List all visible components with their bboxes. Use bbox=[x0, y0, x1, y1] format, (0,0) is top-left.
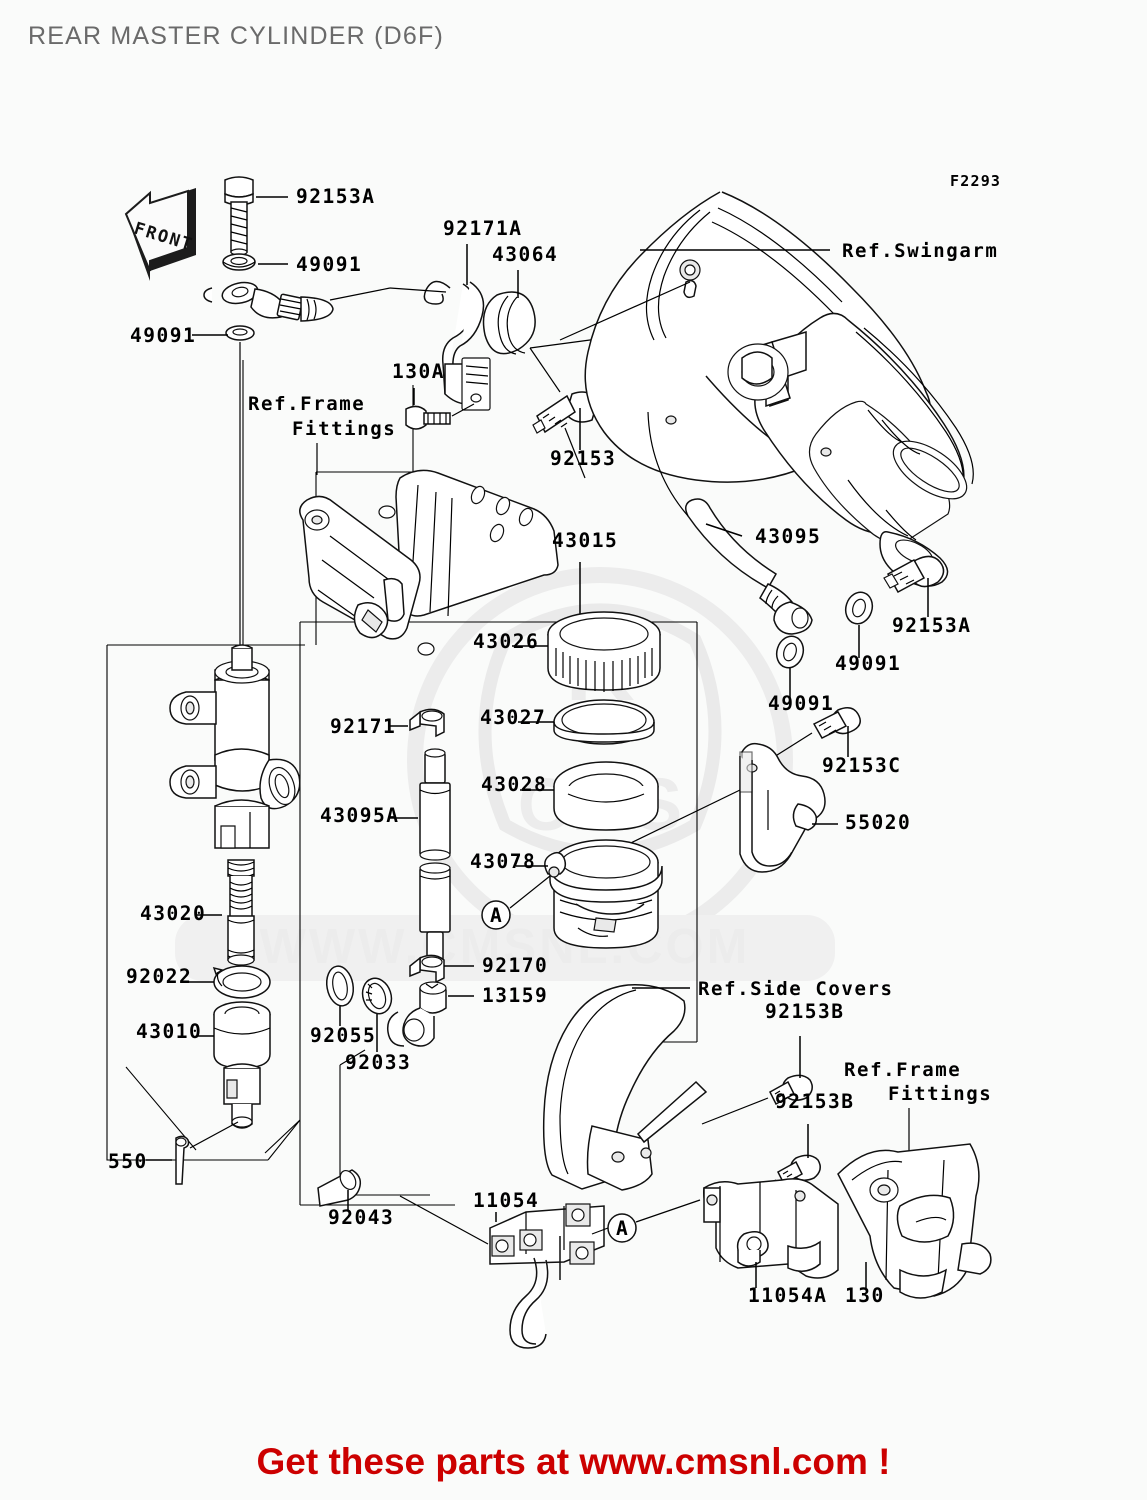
part-92033-snapring bbox=[361, 977, 393, 1015]
label-92043: 92043 bbox=[328, 1206, 394, 1229]
part-92153A-bolt-top bbox=[224, 176, 254, 256]
part-43026-cap bbox=[547, 611, 661, 692]
part-43028-diaphragm bbox=[553, 761, 659, 831]
part-55020-clamp bbox=[739, 742, 826, 873]
front-arrow-marker: FRONT bbox=[124, 188, 196, 281]
label-92033: 92033 bbox=[345, 1051, 411, 1074]
label-43064: 43064 bbox=[492, 243, 558, 266]
part-130-bolt bbox=[736, 1231, 769, 1267]
part-43010-cylinder bbox=[213, 1001, 271, 1129]
label-13159: 13159 bbox=[482, 984, 548, 1007]
label-550: 550 bbox=[108, 1150, 148, 1173]
part-92153B-bolt-2 bbox=[777, 1154, 821, 1186]
ref-frame-fittings-top-line1: Ref.Frame bbox=[248, 393, 365, 415]
callout-a-bracket: A bbox=[607, 1213, 637, 1243]
part-ref-side-cover bbox=[542, 984, 708, 1191]
label-92153B-2: 92153B bbox=[775, 1090, 854, 1113]
part-130A-bolt bbox=[405, 405, 451, 430]
label-92022: 92022 bbox=[126, 965, 192, 988]
label-49091-r1: 49091 bbox=[835, 652, 901, 675]
ref-frame-fittings-bottom-line2: Fittings bbox=[888, 1083, 992, 1105]
part-49091-washer-right-upper bbox=[844, 591, 874, 625]
part-92055-oring bbox=[325, 965, 355, 1007]
part-49091-washer-left bbox=[225, 325, 255, 341]
label-92171A: 92171A bbox=[443, 217, 522, 240]
part-92153B-bolt-1 bbox=[769, 1074, 813, 1106]
part-13159-joint bbox=[386, 981, 447, 1047]
part-ref-swingarm bbox=[584, 191, 974, 587]
label-55020: 55020 bbox=[845, 811, 911, 834]
label-43020: 43020 bbox=[140, 902, 206, 925]
ref-swingarm-label: Ref.Swingarm bbox=[842, 240, 998, 262]
part-550-cotterpin bbox=[175, 1135, 190, 1185]
part-hose-banjo-fitting bbox=[203, 281, 334, 322]
label-43078: 43078 bbox=[470, 850, 536, 873]
label-92153B-1: 92153B bbox=[765, 1000, 844, 1023]
label-92055: 92055 bbox=[310, 1024, 376, 1047]
part-43095-hose bbox=[647, 411, 813, 635]
ref-side-covers-label: Ref.Side Covers bbox=[698, 978, 894, 1000]
label-43026: 43026 bbox=[473, 630, 539, 653]
part-11054A-bracket bbox=[489, 1203, 605, 1349]
label-43015: 43015 bbox=[552, 529, 618, 552]
label-92171: 92171 bbox=[330, 715, 396, 738]
part-right-frame-fitting bbox=[837, 1143, 992, 1299]
part-11054-bracket bbox=[703, 1178, 839, 1279]
part-92171A-clip bbox=[423, 280, 491, 411]
part-43020-piston-spring bbox=[227, 859, 255, 966]
label-43028: 43028 bbox=[481, 773, 547, 796]
part-92022-circlip bbox=[212, 965, 271, 999]
label-92153A-right: 92153A bbox=[892, 614, 971, 637]
label-49091-r2: 49091 bbox=[768, 692, 834, 715]
label-43027: 43027 bbox=[480, 706, 546, 729]
label-43095: 43095 bbox=[755, 525, 821, 548]
part-92153C-bolt bbox=[812, 707, 861, 739]
watermark-text: WWW.CMSNL.COM bbox=[260, 920, 751, 974]
label-130: 11054A bbox=[748, 1284, 827, 1307]
part-92153A-bolt-right bbox=[883, 555, 945, 594]
part-master-cylinder-body bbox=[169, 644, 301, 849]
callout-a-reservoir: A bbox=[481, 900, 511, 930]
figure-code: F2293 bbox=[950, 172, 1001, 190]
svg-text:A: A bbox=[490, 904, 503, 927]
svg-text:A: A bbox=[616, 1217, 629, 1240]
part-43027-plate bbox=[553, 699, 655, 745]
label-49091-left: 49091 bbox=[130, 324, 196, 347]
part-92171-clip bbox=[409, 708, 445, 738]
label-92170: 92170 bbox=[482, 954, 548, 977]
page-title: REAR MASTER CYLINDER (D6F) bbox=[28, 22, 444, 50]
ref-frame-fittings-top-line2: Fittings bbox=[292, 418, 396, 440]
part-43015-bracket bbox=[299, 469, 559, 656]
part-92043-pin bbox=[317, 1169, 362, 1207]
footer-cta: Get these parts at www.cmsnl.com ! bbox=[256, 1441, 891, 1482]
label-11054A: 11054 bbox=[473, 1189, 539, 1212]
label-43095A: 43095A bbox=[320, 804, 399, 827]
label-92153A-top: 92153A bbox=[296, 185, 375, 208]
label-130A: 130A bbox=[392, 360, 445, 383]
part-43064-grommet bbox=[482, 291, 536, 355]
part-49091-washer-right-lower bbox=[775, 635, 805, 669]
part-49091-washer-top bbox=[222, 253, 256, 271]
part-43095A-rod bbox=[419, 748, 451, 861]
label-11054: 130 bbox=[845, 1284, 885, 1307]
label-92153C: 92153C bbox=[822, 754, 901, 777]
part-43078-reservoir bbox=[544, 839, 663, 949]
label-49091-top: 49091 bbox=[296, 253, 362, 276]
part-lower-rod bbox=[419, 862, 451, 966]
label-92153: 92153 bbox=[550, 447, 616, 470]
ref-frame-fittings-bottom-line1: Ref.Frame bbox=[844, 1059, 961, 1081]
part-92170-clip bbox=[409, 954, 445, 984]
label-43010: 43010 bbox=[136, 1020, 202, 1043]
